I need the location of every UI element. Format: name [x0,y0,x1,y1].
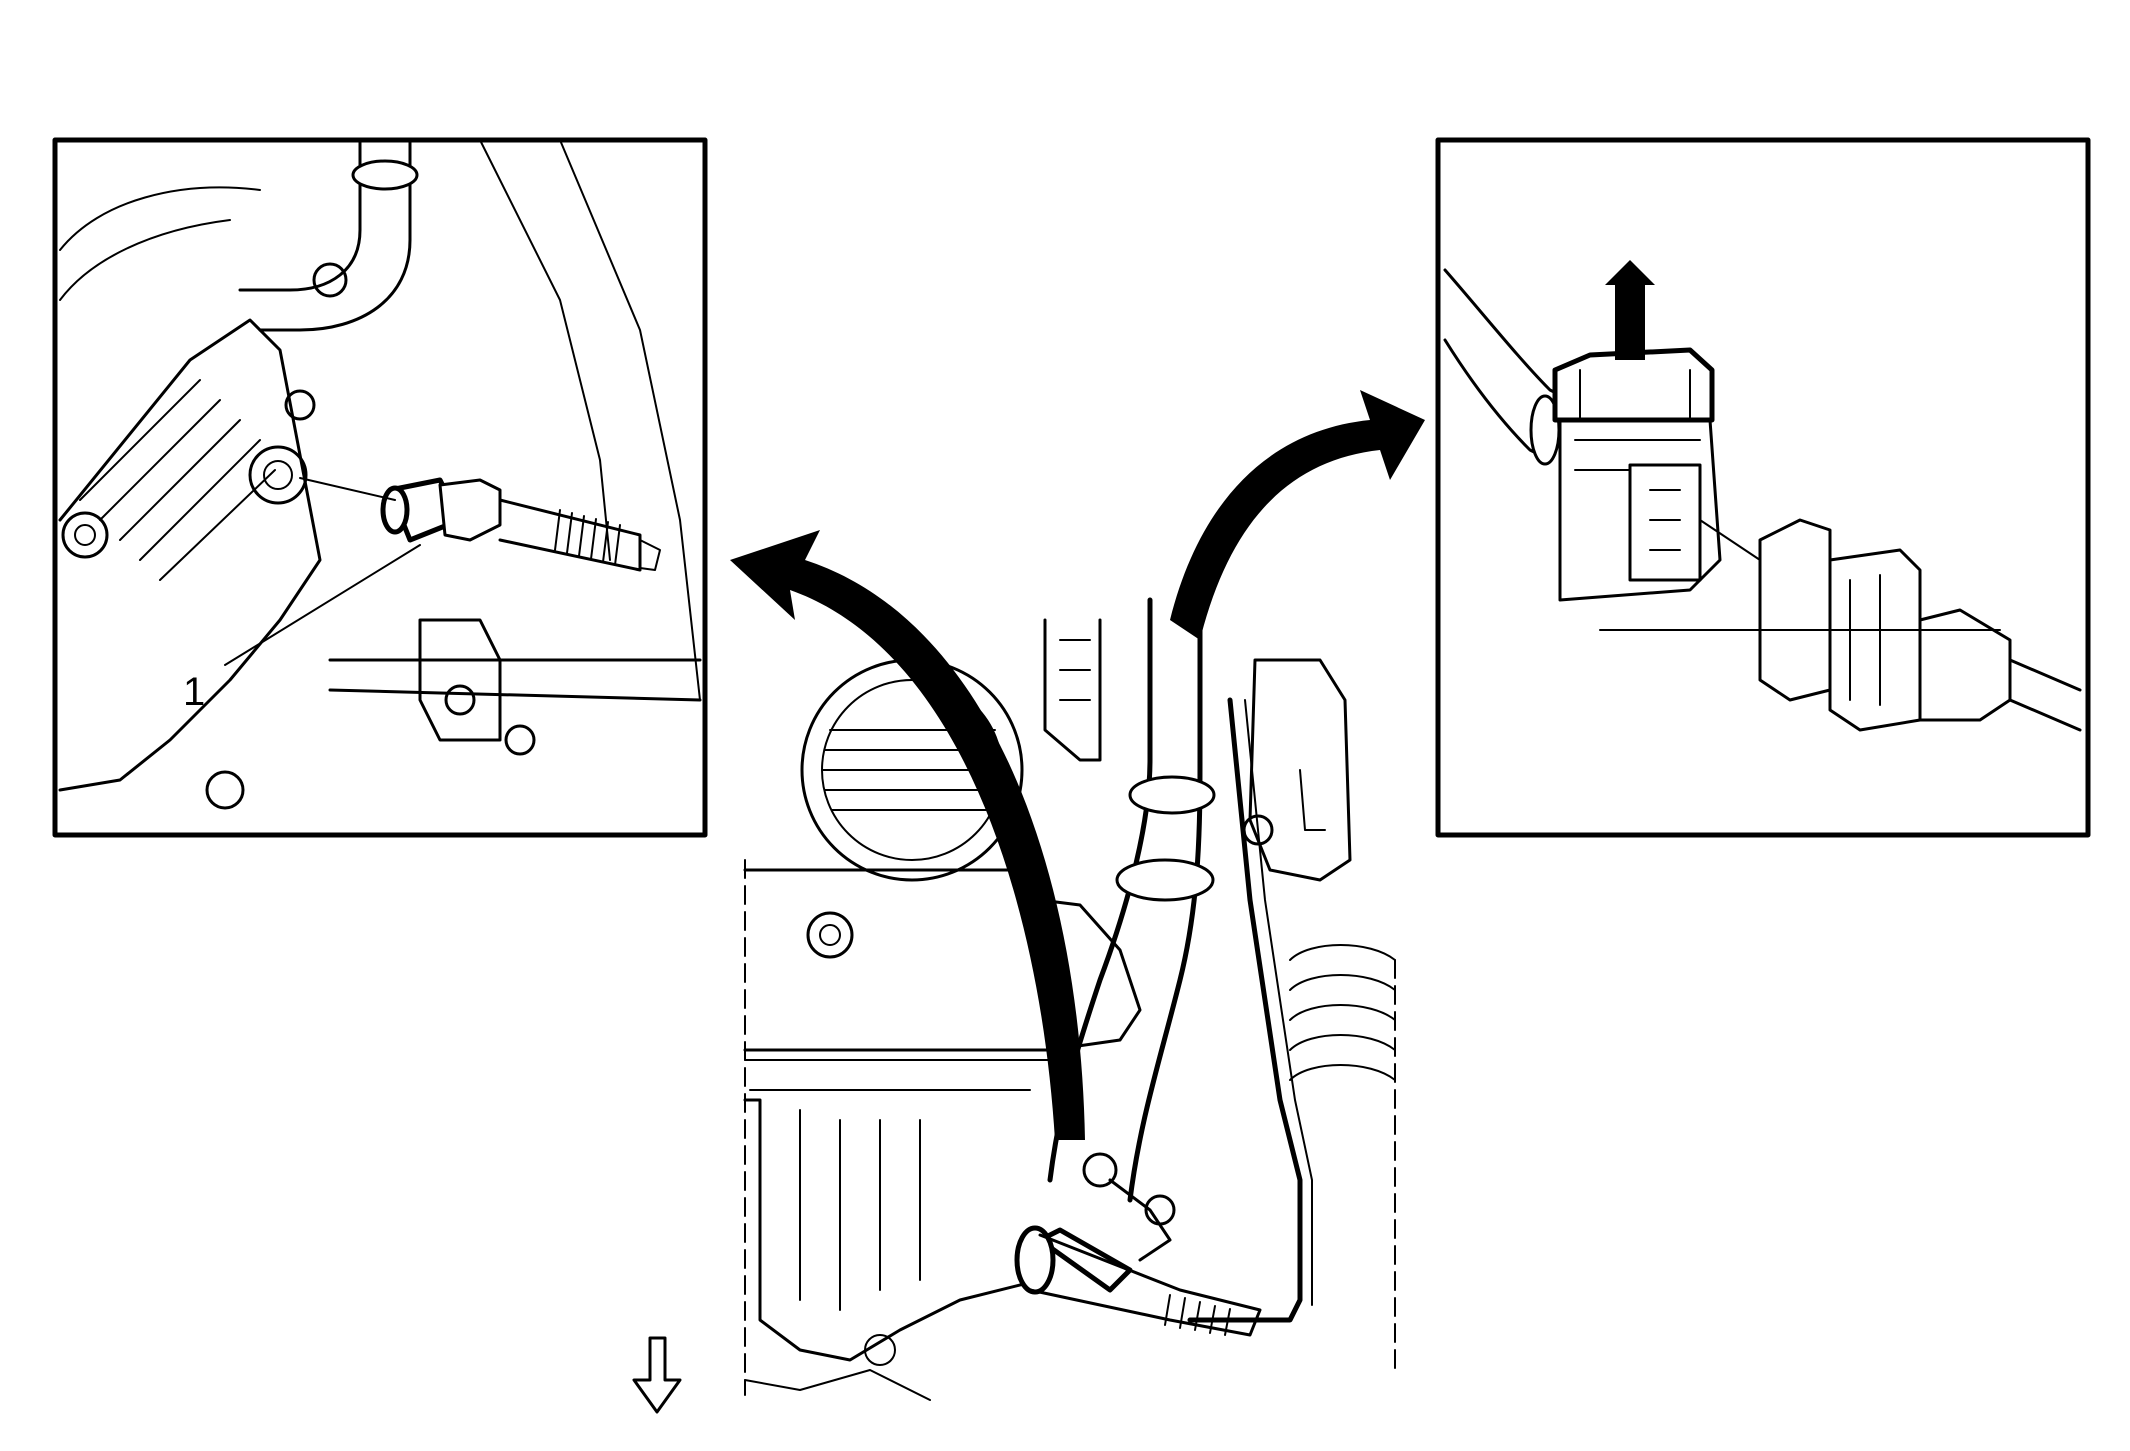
locking-tab [1552,347,1715,423]
hose-clamp-lower [1115,858,1215,902]
detail-arrow-right-group [1170,390,1425,640]
detail-box-right [1435,137,2091,838]
hose-clamp-upper [1128,775,1216,815]
flange-lines [744,1059,1061,1091]
lower-block [743,1098,1042,1362]
hose-right-edge [1127,597,1203,1203]
rail [328,658,702,702]
detail-frame-left [52,137,708,838]
flange-bolt [806,911,854,959]
mating-connector [1758,518,2082,732]
callout-leader [224,544,421,666]
down-direction-arrow-icon [632,1336,682,1414]
block-ribs [799,1109,921,1311]
detail-box-left [52,137,708,838]
detail-frame-right [1435,137,2091,838]
connector-socket [1628,463,1702,582]
sensor-port [248,445,308,505]
wire-harness [1187,697,1303,1323]
upper-hose [238,138,362,292]
detail-arrow-icon [730,530,1085,1140]
lower-bracket [418,618,502,742]
oxygen-sensor-installed [1014,1225,1262,1337]
oxygen-sensor-removed [380,477,661,572]
bracket-tower [1043,618,1102,762]
detail-arrow-left-group [730,530,1085,1140]
bolt-left [61,511,109,559]
intake-flange [743,868,1142,1052]
manifold-housing [58,318,322,792]
alignment-line [299,477,396,501]
corrugated-duct [1289,944,1396,1081]
lift-arrow-icon [1605,260,1655,360]
detail-arrow-icon-right [1170,390,1425,640]
callout-label-1: 1 [183,670,205,714]
